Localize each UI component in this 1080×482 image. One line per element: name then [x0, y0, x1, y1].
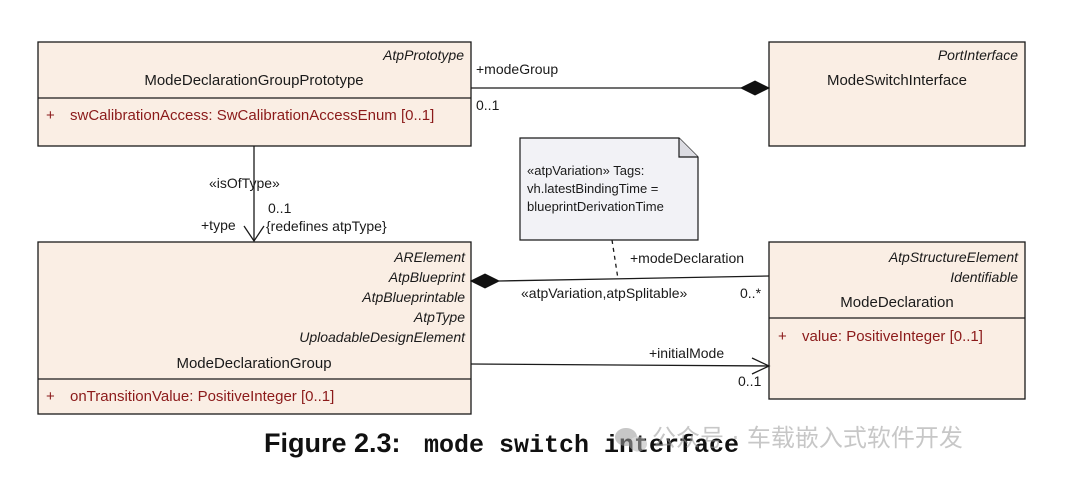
arrowhead-open: [243, 225, 265, 243]
stereotype-atp-blueprint: AtpBlueprint: [388, 269, 466, 285]
multiplicity-mode-group: 0..1: [476, 97, 500, 113]
class-name: ModeDeclaration: [840, 294, 953, 311]
stereotype-atp-blueprintable: AtpBlueprintable: [361, 289, 465, 305]
role-initial-mode: +initialMode: [649, 345, 724, 361]
multiplicity-type: 0..1: [268, 200, 292, 216]
stereotype-is-of-type: «isOfType»: [209, 175, 280, 191]
association-mode-declaration: +modeDeclaration «atpVariation,atpSplita…: [469, 250, 770, 301]
stereotype-atp-prototype: AtpPrototype: [382, 47, 464, 63]
note-atp-variation-tags: «atpVariation» Tags: vh.latestBindingTim…: [519, 137, 699, 280]
attribute-value: value: PositiveInteger [0..1]: [802, 328, 983, 345]
composition-diamond: [739, 80, 771, 96]
note-line-2: vh.latestBindingTime =: [527, 181, 658, 196]
attribute-sw-calibration-access: swCalibrationAccess: SwCalibrationAccess…: [70, 107, 434, 124]
watermark: 公众号 · 车载嵌入式软件开发: [615, 424, 963, 452]
note-line-3: blueprintDerivationTime: [527, 199, 664, 214]
role-mode-group: +modeGroup: [476, 61, 558, 77]
class-name: ModeSwitchInterface: [827, 72, 967, 89]
wechat-icon: [615, 428, 647, 452]
role-type: +type: [201, 217, 236, 233]
attribute-marker: +: [778, 328, 787, 345]
stereotype-port-interface: PortInterface: [938, 47, 1018, 63]
note-line-1: «atpVariation» Tags:: [527, 163, 644, 178]
stereotype-atp-variation-splitable: «atpVariation,atpSplitable»: [521, 285, 688, 301]
stereotype-identifiable: Identifiable: [950, 269, 1018, 285]
association-mode-group: +modeGroup 0..1: [471, 61, 771, 113]
stereotype-uploadable-design-element: UploadableDesignElement: [299, 329, 466, 345]
attribute-marker: +: [46, 107, 55, 124]
stereotype-ar-element: ARElement: [393, 249, 466, 265]
class-mode-declaration: AtpStructureElement Identifiable ModeDec…: [768, 241, 1026, 400]
stereotype-atp-structure-element: AtpStructureElement: [888, 249, 1019, 265]
multiplicity-mode-declaration: 0..*: [740, 285, 762, 301]
stereotype-atp-type: AtpType: [413, 309, 465, 325]
class-name: ModeDeclarationGroupPrototype: [144, 72, 363, 89]
class-mode-declaration-group-prototype: AtpPrototype ModeDeclarationGroupPrototy…: [37, 41, 472, 147]
constraint-redefines-atp-type: {redefines atpType}: [266, 218, 387, 234]
association-initial-mode: +initialMode 0..1: [470, 345, 771, 389]
caption-prefix: Figure 2.3:: [264, 428, 401, 458]
class-mode-declaration-group: ARElement AtpBlueprint AtpBlueprintable …: [37, 241, 472, 415]
class-mode-switch-interface: PortInterface ModeSwitchInterface: [768, 41, 1026, 147]
role-mode-declaration: +modeDeclaration: [630, 250, 744, 266]
attribute-marker: +: [46, 388, 55, 405]
arrowhead-open: [751, 357, 771, 375]
watermark-text: 公众号 · 车载嵌入式软件开发: [652, 424, 963, 452]
caption-title: mode switch interface: [424, 431, 739, 460]
multiplicity-initial-mode: 0..1: [738, 373, 762, 389]
note-anchor-line: [611, 239, 619, 280]
association-type: «isOfType» 0..1 +type {redefines atpType…: [201, 146, 387, 243]
class-name: ModeDeclarationGroup: [176, 355, 331, 372]
attribute-on-transition-value: onTransitionValue: PositiveInteger [0..1…: [70, 388, 334, 405]
figure-caption: Figure 2.3: mode switch interface: [264, 428, 739, 460]
composition-diamond: [469, 273, 501, 289]
